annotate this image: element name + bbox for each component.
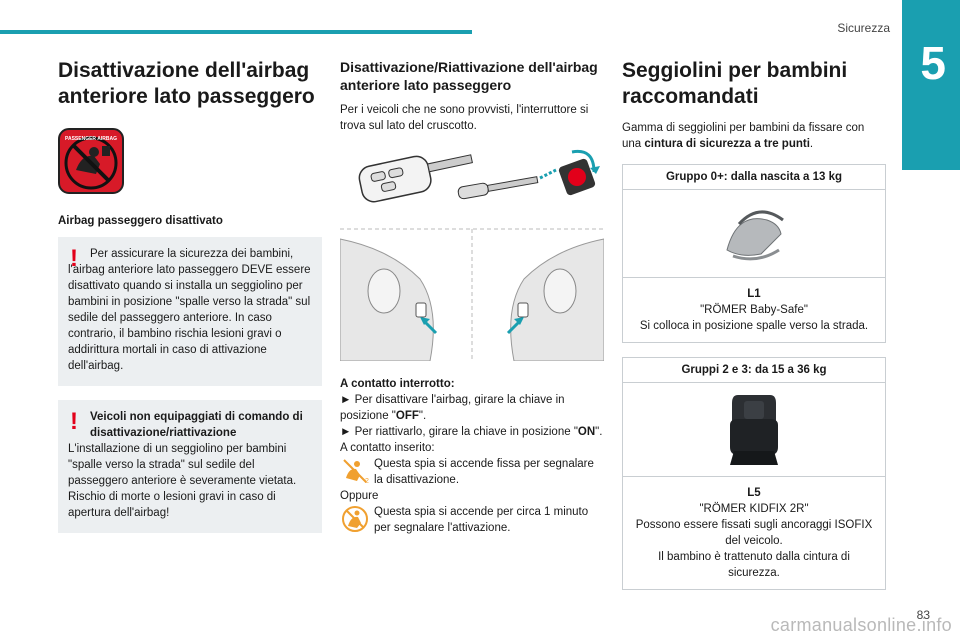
airbag-icon-text: PASSENGER AIRBAG — [65, 136, 117, 142]
warning2-title: Veicoli non equipaggiati di comando di d… — [90, 411, 303, 439]
lamp-row-activated: Questa spia si accende per circa 1 minut… — [340, 504, 604, 536]
seat-image-cell — [623, 383, 885, 477]
chapter-tab: 5 — [902, 0, 960, 170]
seat-name: "RÖMER KIDFIX 2R" — [699, 503, 809, 515]
section-title: Sicurezza — [837, 21, 890, 35]
contact-off-label: A contatto interrotto: — [340, 378, 455, 390]
contact-on-label: A contatto inserito: — [340, 442, 435, 454]
intro-text: Per i veicoli che ne sono provvisti, l'i… — [340, 104, 589, 132]
airbag-on-warning-lamp-icon — [341, 505, 369, 533]
seat-code: L5 — [747, 487, 761, 499]
dashboard-illustration — [339, 228, 605, 362]
icon-caption: Airbag passeggero disattivato — [58, 215, 223, 227]
warning-text: Per assicurare la sicurezza dei bambini,… — [68, 246, 312, 374]
column-airbag-deactivation: Disattivazione dell'airbag anteriore lat… — [58, 58, 322, 547]
seat-card-l1: Gruppo 0+: dalla nascita a 13 kg L1 "RÖM… — [622, 164, 886, 343]
page-number: 83 — [916, 608, 930, 622]
baby-carrier-seat-image — [726, 210, 784, 260]
oppure-label: Oppure — [340, 490, 379, 502]
seat-group-label: Gruppi 2 e 3: da 15 a 36 kg — [623, 358, 885, 383]
seat-image-cell — [623, 190, 885, 278]
airbag-off-warning-lamp-icon: 2 — [341, 457, 369, 485]
booster-seat-image — [730, 394, 778, 465]
child-seats-intro: Gamma di seggiolini per bambini da fissa… — [622, 122, 865, 150]
key-and-switch-illustration — [358, 149, 600, 203]
warning-box-child-safety: ! Per assicurare la sicurezza dei bambin… — [58, 237, 322, 386]
heading-child-seats: Seggiolini per bambini raccomandati — [622, 59, 848, 108]
step-reactivate: ► Per riattivarlo, girare la chiave in p… — [340, 426, 603, 438]
header-rule — [0, 30, 472, 34]
seat-code: L1 — [747, 288, 761, 300]
warning-icon: ! — [70, 408, 78, 435]
lamp-row-deactivated: 2 Questa spia si accende fissa per segna… — [340, 456, 604, 488]
warning-box-no-switch: ! Veicoli non equipaggiati di comando di… — [58, 400, 322, 533]
column-switch-instructions: Disattivazione/Riattivazione dell'airbag… — [339, 58, 605, 536]
seat-description: Possono essere fissati sugli ancoraggi I… — [635, 519, 873, 547]
seat-details: L5 "RÖMER KIDFIX 2R" Possono essere fiss… — [623, 477, 885, 589]
heading-airbag-deactivation: Disattivazione dell'airbag anteriore lat… — [58, 59, 315, 108]
warning-icon: ! — [70, 245, 78, 272]
chapter-number: 5 — [920, 37, 946, 89]
heading-deactivation-reactivation: Disattivazione/Riattivazione dell'airbag… — [340, 59, 598, 93]
seat-group-label: Gruppo 0+: dalla nascita a 13 kg — [623, 165, 885, 190]
seat-details: L1 "RÖMER Baby-Safe" Si colloca in posiz… — [623, 278, 885, 342]
seat-card-l5: Gruppi 2 e 3: da 15 a 36 kg L5 "RÖMER KI… — [622, 357, 886, 590]
seat-description: Si colloca in posizione spalle verso la … — [639, 320, 869, 332]
warning1-text: Per assicurare la sicurezza dei bambini,… — [68, 248, 311, 372]
lamp2-text: Questa spia si accende per circa 1 minut… — [374, 506, 589, 534]
watermark: carmanualsonline.info — [770, 615, 952, 635]
lamp1-label: 2 — [365, 478, 369, 485]
passenger-airbag-off-icon: PASSENGER AIRBAG — [58, 128, 124, 194]
seat-name: "RÖMER Baby-Safe" — [700, 304, 808, 316]
column-child-seats: Seggiolini per bambini raccomandati Gamm… — [622, 58, 886, 604]
step-deactivate: ► Per disattivare l'airbag, girare la ch… — [340, 394, 565, 422]
seat-description-2: Il bambino è trattenuto dalla cintura di… — [658, 551, 850, 579]
lamp1-text: Questa spia si accende fissa per segnala… — [374, 458, 594, 486]
warning2-text: L'installazione di un seggiolino per bam… — [68, 443, 297, 519]
